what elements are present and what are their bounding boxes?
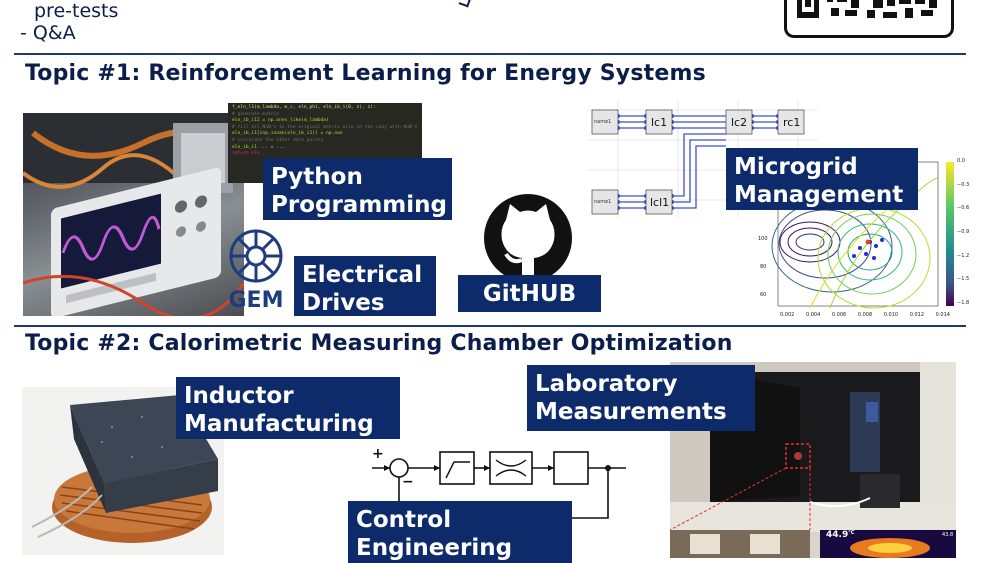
header-line-pretests: pre-tests — [34, 0, 119, 22]
github-octocat-icon — [484, 194, 572, 282]
code-line: # generate matrix — [232, 111, 280, 117]
x-tick: 0.010 — [883, 312, 899, 318]
laboratory-measurements-label: Laboratory Measurements — [527, 365, 755, 431]
code-line: f_eln_l1(m_lambda, m_c, eln_phi, eln_ib_… — [232, 105, 376, 110]
topic1-title: Topic #1: Reinforcement Learning for Ene… — [25, 61, 706, 86]
node-lc2: lc2 — [731, 116, 748, 129]
oscilloscope-photo — [23, 113, 244, 316]
colorbar-ticks: 0.0 −0.3 −0.6 −0.9 −1.2 −1.5 −1.8 — [957, 158, 969, 306]
code-line: # fill all NaN's in the original matrix … — [232, 124, 418, 130]
gem-logo: GEM — [222, 228, 290, 313]
thermal-unit: °C — [848, 530, 855, 536]
y-tick: 60 — [760, 292, 767, 298]
gem-text: GEM — [228, 288, 284, 313]
colorbar-tick: −0.9 — [957, 228, 970, 235]
qr-code-icon — [797, 0, 937, 18]
x-tick: 0.008 — [857, 312, 873, 318]
colorbar-tick: 0.0 — [957, 158, 965, 164]
node-small-label: name1 — [594, 119, 612, 125]
node-rc1: rc1 — [783, 116, 801, 129]
node-lc1: lc1 — [651, 116, 668, 129]
control-engineering-label: Control Engineering — [348, 501, 572, 563]
inductor-photo — [22, 387, 224, 555]
github-logo — [476, 190, 580, 282]
gem-wheel-icon — [229, 229, 283, 283]
node-lcl1: lcl1 — [650, 196, 670, 209]
code-line: eln_ib_i12 = np.ones_like(m_lambda) — [232, 118, 329, 124]
divider-middle — [14, 325, 966, 327]
x-tick: 0.012 — [909, 312, 925, 318]
microgrid-management-label: Microgrid Management — [726, 148, 918, 210]
python-programming-label: Python Programming — [263, 158, 452, 220]
code-line: eln_ib_i1[inp.isnan(eln_ib_i1)] = np.nan — [232, 131, 343, 137]
divider-top — [14, 53, 966, 55]
colorbar-tick: −1.8 — [957, 299, 970, 306]
x-tick: 0.014 — [935, 312, 950, 318]
y-tick: 80 — [760, 264, 767, 270]
qr-code-frame — [784, 0, 954, 38]
sum-plus-sign: + — [372, 446, 384, 462]
code-line: # calculate the other data points — [232, 137, 324, 143]
sum-minus-sign: − — [402, 474, 414, 490]
inductor-manufacturing-label: Inductor Manufacturing — [176, 377, 400, 439]
header-line-qa: - Q&A — [20, 22, 76, 44]
thermal-temperature-readout: 44.9°C — [826, 530, 854, 540]
colorbar-tick: −1.5 — [957, 276, 970, 283]
code-line: eln_ib_i1 ... = ... — [232, 144, 285, 150]
x-tick: 0.006 — [831, 312, 847, 318]
cutoff-glyph — [458, 0, 472, 8]
x-tick: 0.004 — [805, 312, 821, 318]
topic2-title: Topic #2: Calorimetric Measuring Chamber… — [25, 331, 733, 356]
x-tick: 0.002 — [780, 312, 795, 318]
x-ticks: 0.002 0.004 0.006 0.008 0.010 0.012 0.01… — [780, 312, 950, 318]
github-label: GitHUB — [458, 275, 601, 312]
thermal-scale-max: 43.8 — [942, 532, 954, 538]
node-small-label: name1 — [594, 199, 612, 205]
colorbar-tick: −0.3 — [957, 181, 970, 188]
electrical-drives-label: Electrical Drives — [294, 256, 436, 316]
y-tick: 100 — [758, 236, 768, 242]
code-line: return eln_... — [232, 151, 271, 157]
colorbar-tick: −0.6 — [957, 205, 970, 212]
thermal-value: 44.9 — [826, 530, 849, 540]
colorbar-tick: −1.2 — [957, 252, 970, 259]
